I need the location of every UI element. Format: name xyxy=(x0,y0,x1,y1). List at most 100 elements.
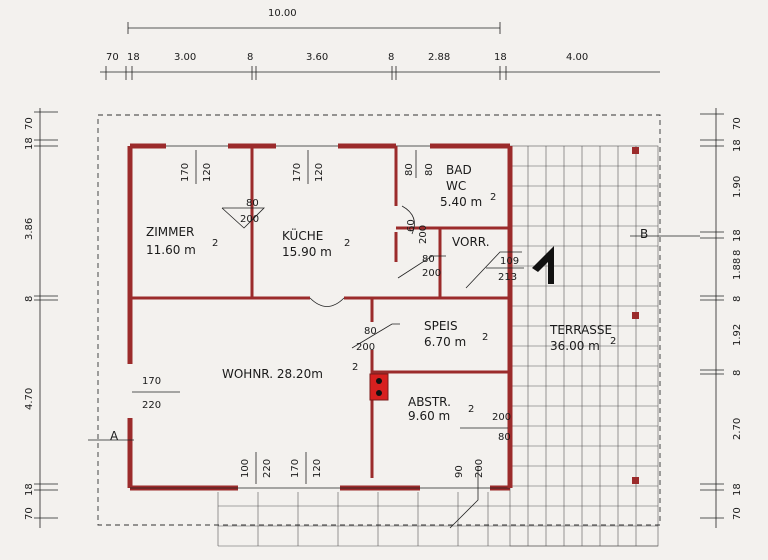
opening-door-speis: 80 200 xyxy=(351,323,400,353)
room-bad-area: 5.40 m xyxy=(440,195,482,209)
dim-right-seg-9: 2.70 xyxy=(732,418,743,440)
dim-top-seg-3: 8 xyxy=(247,52,253,63)
opening-bad-window-w: 80 xyxy=(404,163,415,176)
walls xyxy=(127,143,513,491)
room-terrasse-name: TERRASSE xyxy=(549,323,612,337)
opening-wohn-south-door: 100 220 xyxy=(240,452,273,484)
opening-kueche-window: 170 120 xyxy=(292,150,325,184)
opening-bad-window-h: 80 xyxy=(424,163,435,176)
dim-top-seg-8: 4.00 xyxy=(566,52,588,63)
opening-abstr-south-door-h: 200 xyxy=(474,459,485,478)
dim-right-seg-7: 1.92 xyxy=(732,324,743,346)
room-kueche-name: KÜCHE xyxy=(282,227,323,243)
opening-door-entry: 109 213 xyxy=(465,251,524,289)
opening-abstr-south-door-w: 90 xyxy=(454,465,465,478)
opening-door-zimmer-h: 200 xyxy=(240,214,259,225)
dim-top-total: 10.00 xyxy=(268,8,297,19)
room-abstr: ABSTR. 9.60 m 2 xyxy=(408,395,474,423)
opening-door-speis-w: 80 xyxy=(364,326,377,337)
room-abstr-name: ABSTR. xyxy=(408,395,451,409)
opening-zimmer-window: 170 120 xyxy=(180,150,213,184)
dim-right-seg-10: 70 xyxy=(732,507,743,520)
opening-kueche-window-h: 120 xyxy=(314,163,325,182)
dim-left-seg-1: 70 xyxy=(24,117,35,130)
opening-wohn-south-window-h: 120 xyxy=(312,459,323,478)
opening-door-entry-h: 213 xyxy=(498,272,517,283)
opening-wohn-west-window: 170 220 xyxy=(132,376,180,411)
opening-wohn-west-window-w: 170 xyxy=(142,376,161,387)
entry-arrow xyxy=(532,246,554,284)
dim-right-seg-11: 18 xyxy=(732,483,743,496)
dim-right-seg-3: 18 xyxy=(732,229,743,242)
outline-dashed xyxy=(97,114,661,526)
opening-door-vorr-w: 80 xyxy=(422,254,435,265)
dim-right-seg-2: 1.90 xyxy=(732,176,743,198)
room-vorr: VORR. xyxy=(452,235,490,249)
dim-left-seg-0: 18 xyxy=(24,137,35,150)
left-dimension-chain: 18 70 3.86 8 4.70 70 18 xyxy=(24,108,58,528)
room-bad: BAD WC 5.40 m 2 xyxy=(440,163,496,209)
opening-door-zimmer: 80 200 xyxy=(221,198,265,229)
dim-right-seg-5: 1.88 xyxy=(732,258,743,280)
dim-top-seg-6: 2.88 xyxy=(428,52,450,63)
dim-left-seg-2: 3.86 xyxy=(24,218,35,240)
dim-left-seg-5: 70 xyxy=(24,507,35,520)
opening-abstr-south-door: 90 200 xyxy=(449,459,485,529)
opening-wohn-south-window-w: 170 xyxy=(290,459,301,478)
section-mark-a: A xyxy=(88,429,134,443)
room-kueche-area: 15.90 m xyxy=(282,245,332,259)
dim-left-seg-6: 18 xyxy=(24,483,35,496)
room-zimmer-area: 11.60 m xyxy=(146,243,196,257)
dim-top-seg-1: 18 xyxy=(127,52,140,63)
room-bad-name: BAD xyxy=(446,163,472,177)
room-abstr-sup: 2 xyxy=(468,404,474,415)
chimney xyxy=(369,373,389,401)
dim-right-seg-6: 8 xyxy=(732,296,743,302)
section-mark-b-label: B xyxy=(640,227,648,241)
room-kueche-sup: 2 xyxy=(344,238,350,249)
room-speis: SPEIS 6.70 m 2 xyxy=(424,319,488,349)
room-terrasse-area: 36.00 m xyxy=(550,339,600,353)
opening-bad-door: 60 200 xyxy=(401,205,429,244)
terrace-grid xyxy=(217,145,659,547)
dim-top-seg-7: 18 xyxy=(494,52,507,63)
dim-left-seg-4: 4.70 xyxy=(24,388,35,410)
opening-abstr-door: 200 80 xyxy=(460,412,511,443)
dim-top-seg-0: 70 xyxy=(106,52,119,63)
room-bad-sup: 2 xyxy=(490,192,496,203)
opening-door-vorr: 80 200 xyxy=(397,254,446,279)
dim-right-seg-8: 8 xyxy=(732,370,743,376)
opening-door-vorr-h: 200 xyxy=(422,268,441,279)
opening-bad-door-h: 200 xyxy=(418,225,429,244)
room-vorr-name: VORR. xyxy=(452,235,490,249)
opening-door-entry-w: 109 xyxy=(500,256,519,267)
dim-right-seg-1: 70 xyxy=(732,117,743,130)
room-zimmer-sup: 2 xyxy=(212,238,218,249)
right-dimension-chain: 18 70 1.90 18 8 1.88 8 1.92 8 2.70 70 18 xyxy=(700,108,743,528)
section-mark-b: B xyxy=(630,227,700,241)
opening-wohn-west-window-h: 220 xyxy=(142,400,161,411)
top-dimension-chain: 10.00 70 18 3.00 8 3.60 8 2.88 18 4.00 xyxy=(100,8,660,80)
room-zimmer-name: ZIMMER xyxy=(146,225,194,239)
dim-right-seg-0: 18 xyxy=(732,139,743,152)
room-speis-name: SPEIS xyxy=(424,319,458,333)
opening-zimmer-window-w: 170 xyxy=(180,163,191,182)
room-speis-sup: 2 xyxy=(482,332,488,343)
dim-right-seg-4: 8 xyxy=(732,250,743,256)
opening-wohn-south-door-h: 220 xyxy=(262,459,273,478)
opening-wohn-south-window: 170 120 xyxy=(290,452,323,484)
opening-door-speis-h: 200 xyxy=(356,342,375,353)
room-speis-area: 6.70 m xyxy=(424,335,466,349)
opening-abstr-door-h: 80 xyxy=(498,432,511,443)
room-terrasse: TERRASSE 36.00 m 2 xyxy=(549,323,616,353)
dim-top-seg-5: 8 xyxy=(388,52,394,63)
room-abstr-area: 9.60 m xyxy=(408,409,450,423)
opening-bad-door-w: 60 xyxy=(406,219,417,232)
dim-left-seg-3: 8 xyxy=(24,296,35,302)
dim-top-seg-2: 3.00 xyxy=(174,52,196,63)
room-terrasse-sup: 2 xyxy=(610,336,616,347)
section-mark-a-label: A xyxy=(110,429,119,443)
opening-door-zimmer-w: 80 xyxy=(246,198,259,209)
room-zimmer: ZIMMER 11.60 m 2 xyxy=(146,225,218,257)
